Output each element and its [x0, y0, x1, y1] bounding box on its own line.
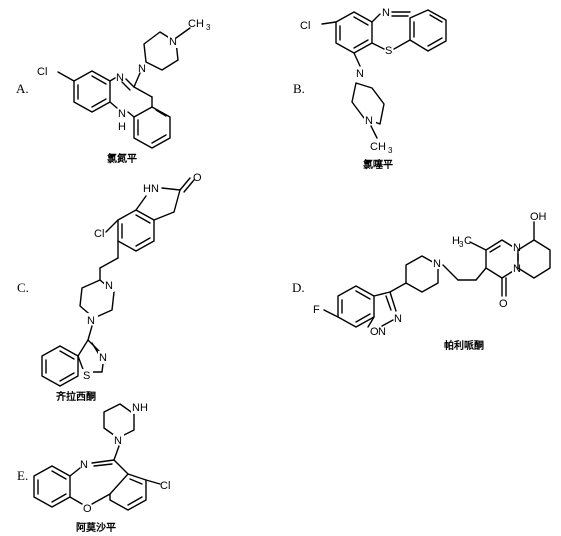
atom-n: N [513, 242, 521, 254]
atom-n: N [105, 280, 113, 292]
option-c-name: 齐拉西酮 [56, 390, 96, 403]
svg-text:C: C [464, 235, 472, 247]
atom-ch3: CH [370, 141, 386, 153]
option-e-name: 阿莫沙平 [76, 521, 116, 534]
option-b-letter: B. [293, 81, 305, 96]
atom-n: N [382, 7, 390, 19]
atom-s: S [385, 45, 392, 57]
option-d-letter: D. [292, 280, 305, 295]
atom-nh: NH [132, 402, 148, 414]
atom-hn: HN [143, 183, 159, 195]
atom-n: N [114, 435, 122, 447]
atom-h: H [118, 121, 126, 133]
atom-h3c: H [452, 235, 460, 247]
structure-c: C. HN O Cl N N N S [17, 172, 202, 403]
ring-c-benzo [117, 209, 155, 252]
svg-text:3: 3 [388, 146, 393, 155]
atom-n: N [356, 68, 364, 80]
ring-d-benzene [337, 285, 375, 328]
atom-n: N [116, 72, 124, 84]
atom-cl: Cl [94, 228, 104, 240]
atom-n: N [169, 36, 177, 48]
option-a-name: 氯氮平 [107, 152, 137, 165]
atom-ch3: CH [188, 18, 204, 30]
ring-e-left [33, 465, 71, 508]
ring-b-left [335, 11, 373, 54]
atom-o: O [193, 172, 202, 184]
atom-n: N [513, 263, 521, 275]
atom-o: O [370, 326, 379, 338]
atom-cl: Cl [300, 20, 310, 32]
atom-s: S [83, 370, 90, 382]
atom-cl: Cl [160, 480, 170, 492]
atom-n: N [118, 108, 126, 120]
atom-n: N [394, 313, 402, 325]
option-b-name: 氯噻平 [363, 158, 393, 171]
structure-e: E. NH N N O Cl 阿莫沙平 [17, 401, 170, 534]
atom-n: N [87, 315, 95, 327]
structure-d: D. F N O N N N N O H 3 [292, 211, 551, 352]
atom-n: N [80, 459, 88, 471]
atom-n: N [365, 115, 373, 127]
atom-cl: Cl [37, 66, 47, 78]
atom-f: F [313, 304, 320, 316]
option-c-letter: C. [17, 280, 29, 295]
ring-b-right [409, 9, 447, 52]
option-a-letter: A. [16, 81, 29, 96]
atom-o: O [499, 298, 508, 310]
ring-a-right [133, 106, 171, 149]
ring-a-left [73, 70, 111, 113]
svg-text:3: 3 [206, 23, 211, 32]
ring-c-benzene [41, 345, 79, 387]
piperazine-e [103, 403, 135, 439]
atom-n: N [99, 352, 107, 364]
atom-oh: OH [530, 211, 547, 223]
atom-o: O [83, 503, 92, 515]
svg-text:3: 3 [459, 240, 464, 249]
option-e-letter: E. [17, 468, 28, 483]
structure-a: A. Cl N N H N N CH 3 氯氮平 [16, 18, 211, 165]
option-d-name: 帕利哌酮 [444, 339, 484, 352]
atom-n: N [138, 63, 146, 75]
atom-n: N [378, 326, 386, 338]
atom-n: N [433, 258, 441, 270]
piperazine-b [351, 82, 385, 125]
structure-b: B. Cl N S N N CH 3 氯噻平 [293, 7, 447, 171]
